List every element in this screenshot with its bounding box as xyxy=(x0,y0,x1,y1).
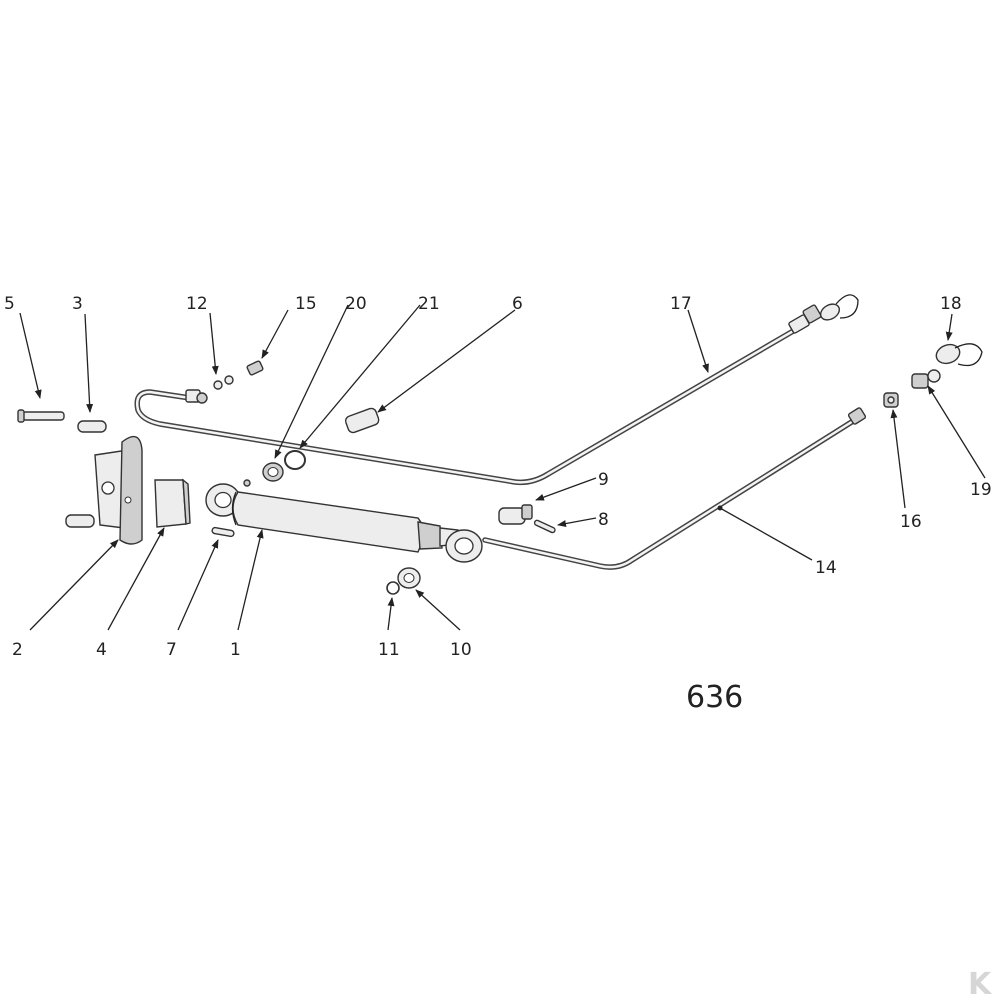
callout-20: 20 xyxy=(345,294,367,314)
callout-7: 7 xyxy=(166,640,177,660)
callout-9: 9 xyxy=(598,470,609,490)
bushing-3 xyxy=(77,420,107,433)
callout-3: 3 xyxy=(72,294,83,314)
hydraulic-cylinder-1 xyxy=(205,479,483,563)
callout-5: 5 xyxy=(4,294,15,314)
callout-11: 11 xyxy=(378,640,400,660)
pin-5 xyxy=(17,409,65,423)
callout-1: 1 xyxy=(230,640,241,660)
elbow-fitting-16 xyxy=(246,360,264,376)
figure-number: 636 xyxy=(686,680,743,715)
callout-8: 8 xyxy=(598,510,609,530)
callout-16: 15 xyxy=(295,294,317,314)
bracket-2 xyxy=(94,435,143,545)
callout-18: 18 xyxy=(940,294,962,314)
pin-8 xyxy=(533,519,556,534)
quick-coupler-18 xyxy=(819,294,859,321)
callout-10: 10 xyxy=(450,640,472,660)
brand-logo: K xyxy=(968,967,993,1000)
adapter-fitting-19 xyxy=(911,369,941,389)
callout-6: 6 xyxy=(512,294,523,314)
quick-coupler-18-right xyxy=(935,343,983,367)
bushing-lower xyxy=(65,514,95,528)
hydraulic-pipe-15 xyxy=(134,327,798,486)
hydraulic-pipe-14 xyxy=(482,415,861,570)
callout-labels: 5 3 12 15 20 21 6 17 18 9 8 19 16 14 2 4… xyxy=(4,294,992,660)
callout-12: 12 xyxy=(186,294,208,314)
leader-lines xyxy=(19,304,986,631)
ring-11 xyxy=(386,581,400,595)
pipe-end-fitting xyxy=(847,407,867,425)
nut-17 xyxy=(883,392,899,408)
pipe-end-fitting xyxy=(185,389,208,404)
o-ring-12 xyxy=(213,375,234,390)
callout-19: 19 xyxy=(970,480,992,500)
callout-21: 21 xyxy=(418,294,440,314)
o-ring-21 xyxy=(284,450,306,470)
callout-15: 17 xyxy=(670,294,692,314)
callout-2: 2 xyxy=(12,640,23,660)
callout-14: 14 xyxy=(815,558,837,578)
callout-4: 4 xyxy=(96,640,107,660)
callout-17: 16 xyxy=(900,512,922,532)
wear-block-4 xyxy=(154,478,191,528)
seal-ring-20 xyxy=(262,462,284,482)
pipe-end-fitting xyxy=(788,304,822,334)
brand-logo-letter: K xyxy=(968,967,993,1000)
pin-6 xyxy=(344,407,380,434)
fitting-9 xyxy=(498,504,533,525)
washer-10 xyxy=(397,567,421,589)
roll-pin-7 xyxy=(211,526,235,538)
